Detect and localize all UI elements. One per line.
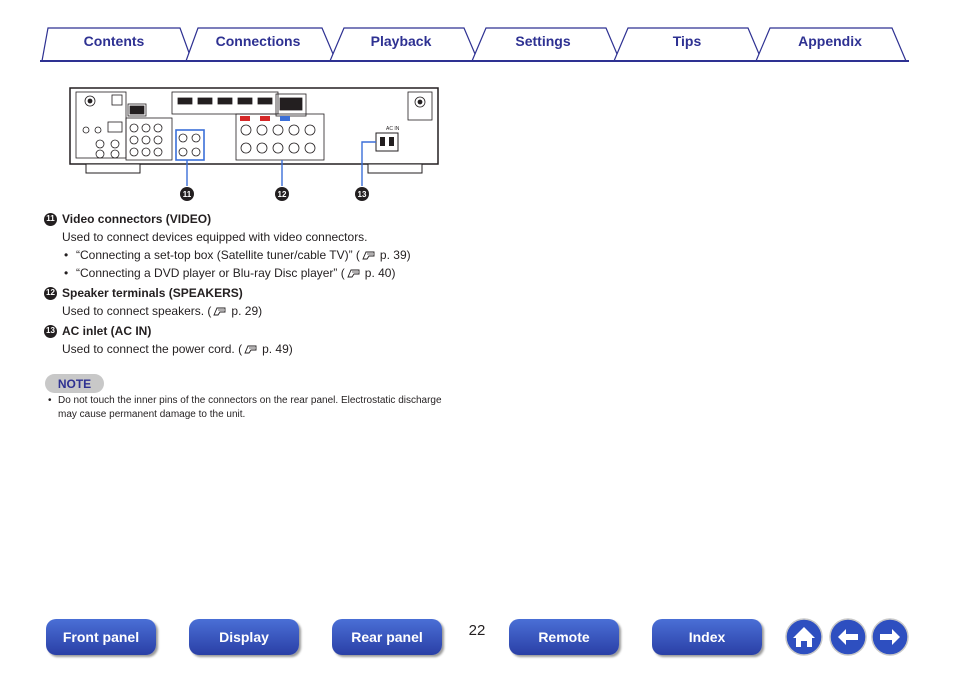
note-bullet: • [48,395,52,406]
item-description-link[interactable]: Used to connect the power cord. (p. 49) [62,342,293,356]
forward-arrow-icon[interactable] [871,618,909,656]
tab-connections[interactable]: Connections [215,33,301,49]
page-ref-icon [244,345,257,354]
back-arrow-icon[interactable] [829,618,867,656]
page-ref-icon [362,251,375,260]
item-number-badge: 13 [44,324,57,338]
item-ac-inlet-heading: 13 AC inlet (AC IN) [44,322,464,340]
chapter-tabs: Contents Connections Playback Settings T… [40,26,909,62]
item-number-badge: 12 [44,286,57,300]
chassis-outline [69,87,439,165]
page-number: 22 [468,622,486,639]
remote-button[interactable]: Remote [509,619,619,655]
front-panel-button[interactable]: Front panel [46,619,156,655]
tab-playback[interactable]: Playback [370,33,432,49]
svg-text:12: 12 [278,190,287,199]
svg-text:13: 13 [358,190,367,199]
bullet-link-settop[interactable]: “Connecting a set-top box (Satellite tun… [44,246,464,264]
speaker-terminals [235,113,325,186]
index-button[interactable]: Index [652,619,762,655]
item-speakers-heading: 12 Speaker terminals (SPEAKERS) [44,284,464,302]
page-ref-icon [347,269,360,278]
tab-settings[interactable]: Settings [515,33,571,49]
home-icon[interactable] [785,618,823,656]
callout-12: 12 [275,187,289,201]
item-description-link[interactable]: Used to connect speakers. (p. 29) [62,304,263,318]
rear-panel-button[interactable]: Rear panel [332,619,442,655]
note-text: • Do not touch the inner pins of the con… [48,395,442,420]
page-ref-icon [213,307,226,316]
svg-text:11: 11 [183,190,192,199]
item-title: Video connectors (VIDEO) [62,212,212,226]
tab-contents[interactable]: Contents [83,33,145,49]
tab-divider [40,60,909,62]
item-title: AC inlet (AC IN) [62,324,152,338]
item-video-heading: 11 Video connectors (VIDEO) [44,210,464,228]
rear-panel-illustration: AC IN 11 12 13 [69,87,439,201]
tab-outlines [41,27,907,62]
item-title: Speaker terminals (SPEAKERS) [62,286,243,300]
callout-11: 11 [180,187,194,201]
display-button[interactable]: Display [189,619,299,655]
foot-right [367,163,423,174]
ac-in-label: AC IN [386,126,400,132]
connector-descriptions: 11 Video connectors (VIDEO) Used to conn… [44,210,464,358]
item-description: Used to connect devices equipped with vi… [62,230,368,244]
ac-inlet: AC IN [361,126,400,186]
callout-13: 13 [355,187,369,201]
foot-left [85,163,141,174]
right-connector-block [407,91,433,121]
video-connectors [175,129,205,186]
item-number-badge: 11 [44,212,57,226]
bullet-link-dvd[interactable]: “Connecting a DVD player or Blu-ray Disc… [44,264,464,282]
tab-tips[interactable]: Tips [672,33,702,49]
hdmi-block [171,91,307,117]
note-badge: NOTE [45,374,104,393]
tab-appendix[interactable]: Appendix [798,33,862,49]
audio-jacks [125,117,173,161]
